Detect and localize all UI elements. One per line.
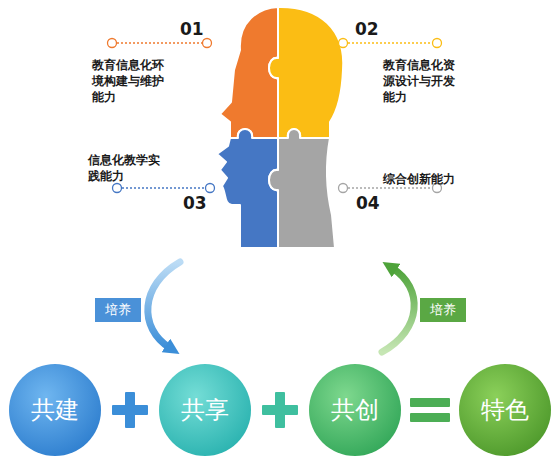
callout-number: 03 [183,192,223,215]
callout-number: 02 [355,18,395,41]
blue-piece [217,129,278,248]
head-puzzle [217,7,343,248]
cycle-arrow [382,268,414,352]
cultivate-tag: 培养 [95,298,141,322]
callout-text: 综合创新能力 [383,171,473,187]
yellow-piece [269,7,343,138]
circle-outline [159,364,251,456]
callout-text: 信息化教学实践能力 [88,152,166,184]
concept-circle: 共创 [308,363,402,457]
circle-outline [309,364,401,456]
node-text: 共创 [331,396,379,425]
concept-circle: 共建 [8,363,102,457]
circle-outline [459,364,551,456]
node-text: 特色 [481,396,529,425]
callout-number: 01 [180,18,220,41]
callout-text: 教育信息化资源设计与开发能力 [383,57,461,106]
plus-sign [112,392,148,428]
concept-circle: 共享 [158,363,252,457]
node-text: 共享 [181,396,229,425]
cultivate-tag: 培养 [420,298,466,322]
result-circle: 特色 [458,363,552,457]
equals-sign [410,398,450,422]
node-text: 培养 [430,302,456,318]
plus-sign [262,392,298,428]
cycle-arrow [148,262,180,348]
callout-text: 教育信息化环境构建与维护能力 [92,57,170,106]
callout-number: 04 [356,192,396,215]
circle-outline [9,364,101,456]
node-text: 培养 [105,302,131,318]
node-text: 共建 [31,396,79,425]
grey-piece [269,129,335,248]
